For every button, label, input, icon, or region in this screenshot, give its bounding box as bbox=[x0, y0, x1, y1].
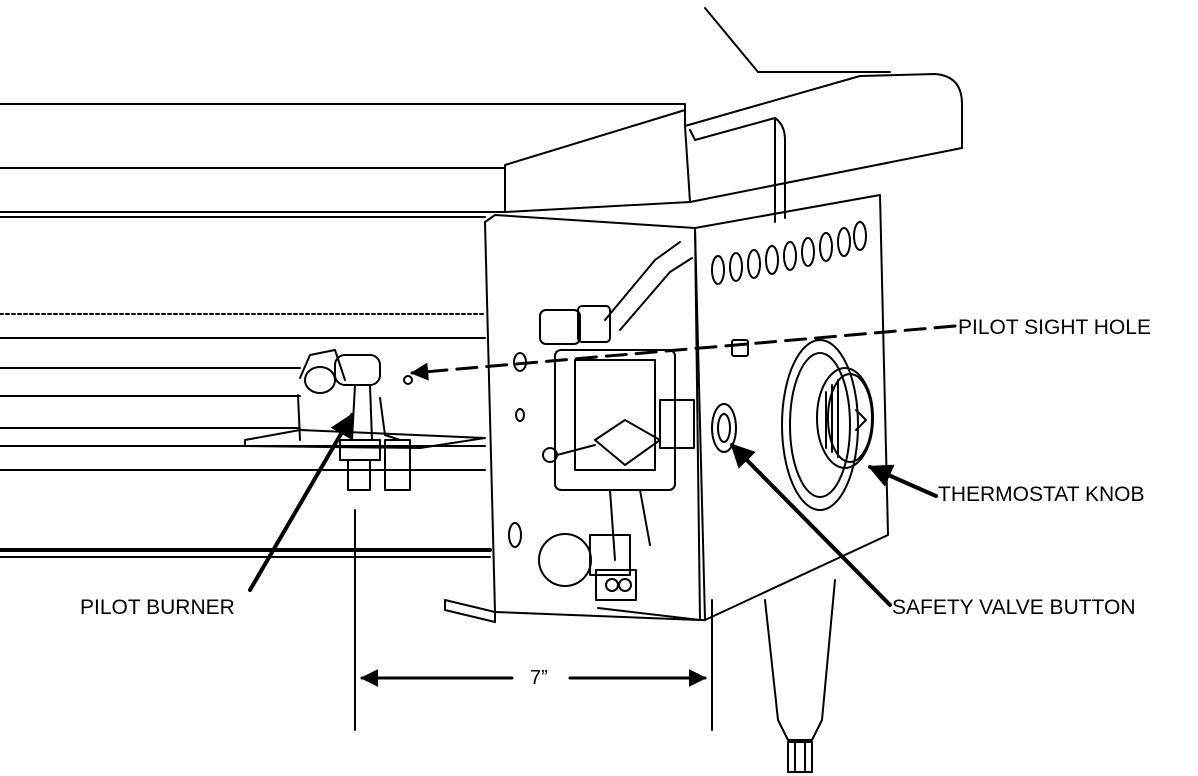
sight-hole-fittings bbox=[508, 339, 749, 548]
dimension-label: 7” bbox=[526, 668, 552, 688]
gas-tubing bbox=[539, 241, 693, 345]
pilot-sight-hole-label: PILOT SIGHT HOLE bbox=[958, 316, 1151, 339]
pilot-sight-hole-leader bbox=[410, 324, 957, 381]
inner-control-panel bbox=[444, 214, 701, 623]
thermostat-knob-arrow bbox=[867, 464, 938, 498]
safety-valve-button-part bbox=[711, 403, 737, 453]
pilot-burner-label: PILOT BURNER bbox=[80, 596, 235, 619]
vent-slots bbox=[711, 221, 867, 285]
outer-control-panel bbox=[694, 194, 889, 621]
thermostat-knob-label: THERMOSTAT KNOB bbox=[938, 483, 1145, 506]
safety-valve-button-label: SAFETY VALVE BUTTON bbox=[892, 596, 1136, 619]
safety-valve-button-arrow bbox=[730, 443, 892, 607]
griddle-leg bbox=[764, 579, 836, 773]
safety-valve-body bbox=[538, 349, 695, 601]
pilot-burner-arrow bbox=[248, 412, 354, 592]
dimension-indicator bbox=[354, 509, 713, 731]
pilot-burner-assembly bbox=[244, 349, 486, 491]
thermostat-knob-part bbox=[781, 339, 874, 511]
griddle-body-lines bbox=[0, 216, 492, 558]
griddle-top bbox=[0, 7, 963, 223]
